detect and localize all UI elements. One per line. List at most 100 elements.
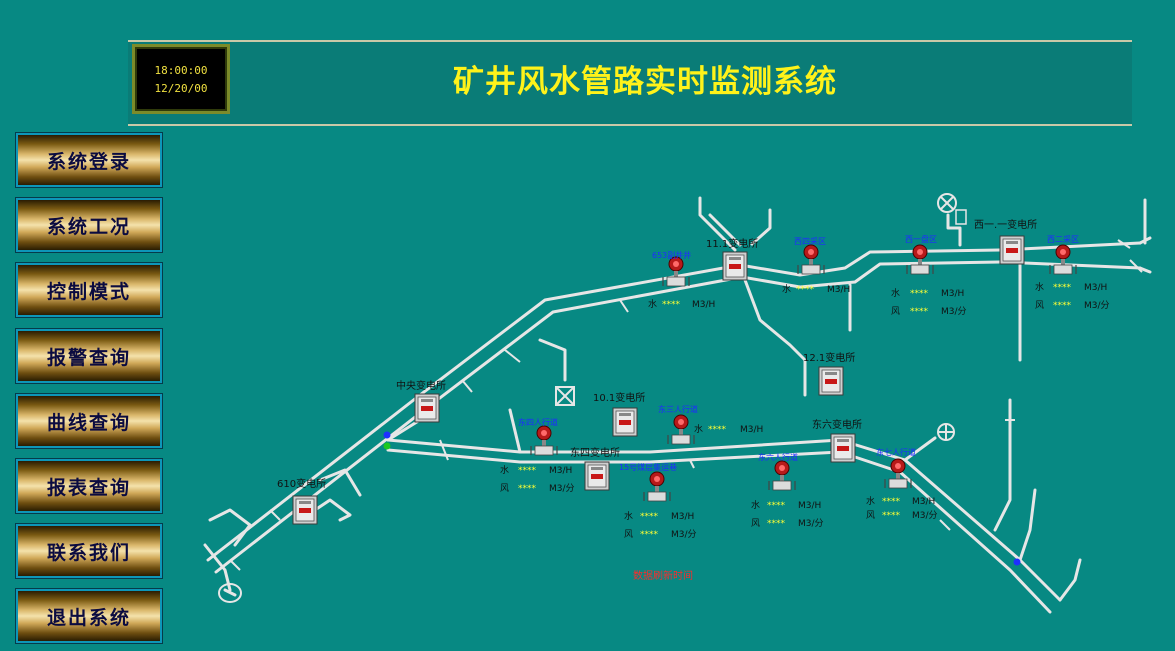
junction-dot [383, 431, 391, 439]
substation-10-box-icon[interactable] [612, 407, 638, 437]
flow-meter-icon[interactable] [667, 414, 695, 445]
water-unit: M3/H [549, 466, 572, 476]
sensor-label: 15号煤层集运巷 [619, 462, 677, 472]
water-unit: M3/H [912, 497, 935, 507]
flow-meter-icon[interactable] [643, 471, 671, 502]
water-unit: M3/H [1084, 283, 1107, 293]
air-value: **** [882, 511, 901, 521]
sensor-label: 东六人行道 [758, 452, 798, 462]
menu-curve-query-button[interactable]: 曲线查询 [15, 393, 163, 449]
water-prefix: 水 [891, 287, 900, 299]
water-value: **** [662, 300, 681, 310]
water-value: **** [708, 425, 727, 435]
flow-meter-icon[interactable] [797, 244, 825, 275]
sensor-label: 西四采区 [794, 236, 826, 246]
pipe-network [203, 196, 1152, 614]
air-unit: M3/分 [671, 529, 697, 540]
air-value: **** [640, 530, 659, 540]
readings: 水 **** M3/H 水 **** M3/H 水 **** M3/H 风 **… [500, 281, 1110, 540]
water-unit: M3/H [740, 425, 763, 435]
water-prefix: 水 [782, 283, 791, 295]
water-prefix: 水 [751, 499, 760, 511]
air-value: **** [1053, 301, 1072, 311]
sensor-label: 东三人行道 [658, 404, 698, 414]
air-unit: M3/分 [798, 518, 824, 529]
substation-west1-box-icon[interactable] [999, 235, 1025, 265]
substation-11-box-icon[interactable] [722, 251, 748, 281]
substation-west1-label: 西一.一变电所 [974, 218, 1037, 231]
menu-alarm-query-button[interactable]: 报警查询 [15, 328, 163, 384]
menu-exit-system-button[interactable]: 退出系统 [15, 588, 163, 644]
air-prefix: 风 [624, 529, 633, 540]
substation-10-label: 10.1变电所 [593, 391, 645, 404]
water-prefix: 水 [866, 495, 875, 507]
air-prefix: 风 [1035, 300, 1044, 311]
sensor-label: 西二采区 [1047, 234, 1079, 244]
clock-display: 18:00:00 12/20/00 [132, 44, 230, 114]
water-unit: M3/H [671, 512, 694, 522]
air-unit: M3/分 [549, 483, 575, 494]
water-value: **** [796, 285, 815, 295]
sensor-label: 东七人行道 [876, 447, 916, 457]
substation-12-box-icon[interactable] [818, 366, 844, 396]
junction-dot [1013, 558, 1021, 566]
substation-central-label: 中央变电所 [396, 379, 446, 392]
water-prefix: 水 [694, 423, 703, 435]
substation-12-label: 12.1变电所 [803, 351, 855, 364]
flow-meter-icon[interactable] [1049, 244, 1077, 275]
menu-control-mode-button[interactable]: 控制模式 [15, 262, 163, 318]
air-unit: M3/分 [1084, 300, 1110, 311]
substation-east6-box-icon[interactable] [830, 433, 856, 463]
water-unit: M3/H [798, 501, 821, 511]
water-value: **** [1053, 283, 1072, 293]
substation-11-label: 11.1变电所 [706, 237, 758, 250]
water-value: **** [640, 512, 659, 522]
title-bar [128, 40, 1132, 126]
flow-meter-icon[interactable] [906, 244, 934, 275]
fan-icons [218, 193, 957, 603]
water-prefix: 水 [500, 464, 509, 476]
page-title: 矿井风水管路实时监测系统 [453, 64, 837, 100]
water-value: **** [518, 466, 537, 476]
water-prefix: 水 [648, 298, 657, 310]
air-prefix: 风 [500, 483, 509, 494]
air-unit: M3/分 [941, 306, 967, 317]
sensor-label: 653副井井 [652, 250, 691, 260]
flow-meter-icon[interactable] [530, 425, 558, 456]
water-unit: M3/H [941, 289, 964, 299]
junction-dot [383, 442, 391, 450]
sensor-label: 西一盘区 [905, 234, 937, 244]
air-value: **** [767, 519, 786, 529]
water-value: **** [910, 289, 929, 299]
substation-610-label: 610变电所 [277, 477, 326, 490]
water-value: **** [767, 501, 786, 511]
substation-east4-box-icon[interactable] [584, 461, 610, 491]
air-prefix: 风 [866, 510, 875, 521]
menu-system-login-button[interactable]: 系统登录 [15, 132, 163, 188]
menu-report-query-button[interactable]: 报表查询 [15, 458, 163, 514]
water-prefix: 水 [1035, 281, 1044, 293]
air-value: **** [910, 307, 929, 317]
tank-icon [955, 209, 967, 225]
substation-central-box-icon[interactable] [414, 393, 440, 423]
water-prefix: 水 [624, 510, 633, 522]
flow-meter-icon[interactable] [768, 460, 796, 491]
sensor-label: 东四人行道 [518, 417, 558, 427]
flow-meter-icon[interactable] [662, 256, 690, 287]
substation-610-box-icon[interactable] [292, 495, 318, 525]
menu-system-status-button[interactable]: 系统工况 [15, 197, 163, 253]
air-unit: M3/分 [912, 510, 938, 521]
water-unit: M3/H [692, 300, 715, 310]
substation-east4-label: 东四变电所 [570, 446, 620, 459]
clock-time: 18:00:00 [154, 63, 208, 77]
clock-date: 12/20/00 [154, 81, 208, 95]
air-prefix: 风 [891, 306, 900, 317]
substation-east6-label: 东六变电所 [812, 418, 862, 431]
valve-markers [229, 239, 1143, 571]
menu-contact-us-button[interactable]: 联系我们 [15, 523, 163, 579]
water-value: **** [882, 497, 901, 507]
air-prefix: 风 [751, 518, 760, 529]
water-unit: M3/H [827, 285, 850, 295]
air-value: **** [518, 484, 537, 494]
